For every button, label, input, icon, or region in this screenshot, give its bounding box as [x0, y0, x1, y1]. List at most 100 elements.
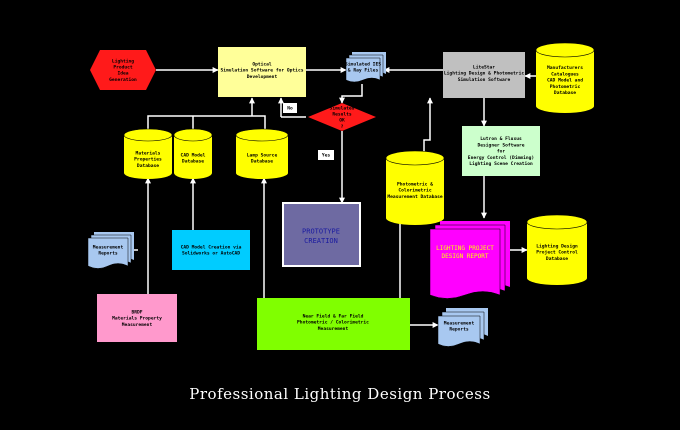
- label-line: Simulated: [330, 105, 355, 111]
- label-line: Manufacturers: [547, 65, 583, 71]
- node-ies-files: Simulated IES& Ray Files: [345, 52, 386, 83]
- lutron-box: [462, 126, 540, 176]
- label-line: Near Field & Far Field: [303, 313, 364, 319]
- near-far-box: [257, 298, 410, 350]
- idea-hexagon: [90, 50, 156, 90]
- label-line: CAD Model and: [547, 78, 583, 84]
- label-line: Materials Property: [112, 316, 162, 322]
- label-line: Database: [554, 90, 576, 96]
- bus-db-to-sim: [147, 115, 266, 135]
- label-line: Measurement: [444, 321, 475, 327]
- label-line: CAD Model Creation via: [181, 245, 242, 251]
- label-line: Product: [113, 65, 133, 71]
- arrow-photometric-to-litestar: [423, 97, 433, 158]
- label-line: DESIGN REPORT: [442, 253, 489, 260]
- label-line: Measurement Database: [387, 194, 443, 200]
- label-line: Measurement: [93, 245, 124, 251]
- label-line: Database: [251, 159, 273, 165]
- label-line: LIGHTING PROJECT: [436, 245, 494, 252]
- label-line: Reports: [98, 251, 118, 257]
- label-line: Results: [332, 112, 352, 118]
- label-line: Project Control: [536, 249, 578, 256]
- label-line: Lutron & Fluxus: [480, 136, 522, 142]
- node-no: No: [283, 103, 297, 113]
- connectors: [130, 67, 536, 328]
- label-line: BRDF: [131, 309, 142, 315]
- label-line: Database: [137, 163, 159, 169]
- label-line: Optical: [252, 61, 272, 67]
- yes-label: Yes: [322, 153, 331, 159]
- label-line: Solidworks or AutoCAD: [182, 251, 240, 257]
- label-line: Energy Control (Dimming): [468, 155, 534, 161]
- node-yes: Yes: [318, 150, 334, 160]
- yes-box: [318, 150, 334, 160]
- label-line: Database: [182, 159, 204, 165]
- label-line: Colorimetric: [398, 188, 431, 194]
- label-line: Development: [247, 74, 278, 80]
- label-line: Simulated IES: [345, 62, 381, 68]
- diagram-title: Professional Lighting Design Process: [189, 385, 490, 403]
- label-line: Measurement: [318, 326, 349, 332]
- label-line: Lighting Design & Photometric: [444, 71, 524, 77]
- optical-sim-box: [218, 47, 306, 97]
- label-line: Photometric: [550, 84, 581, 90]
- prototype-box: [282, 202, 361, 267]
- label-line: LiteStar: [473, 64, 495, 70]
- label-line: CREATION: [304, 237, 338, 245]
- label-line: Lighting Design: [536, 243, 578, 249]
- label-line: ?: [341, 124, 344, 130]
- label-line: Designer Software: [477, 142, 524, 148]
- label-line: PROTOTYPE: [302, 228, 340, 236]
- cad-creation-box: [172, 230, 250, 270]
- arrow-ies-to-decision: [339, 84, 363, 104]
- label-line: Simulation Software: [458, 77, 511, 83]
- label-line: Lighting: [112, 58, 134, 64]
- label-line: Catalogues: [551, 71, 579, 77]
- decision-diamond: [308, 103, 376, 131]
- label-line: Photometric / Colorimetric: [297, 320, 369, 326]
- label-line: Lamp Source: [247, 153, 278, 159]
- brdf-box: [97, 294, 177, 342]
- label-line: Database: [546, 256, 568, 262]
- label-line: Properties: [134, 157, 162, 163]
- label-line: CAD Model: [181, 153, 206, 159]
- label-line: Materials: [136, 150, 161, 156]
- no-box: [283, 103, 297, 113]
- label-line: & Ray Files: [348, 68, 379, 74]
- label-line: for: [497, 149, 506, 155]
